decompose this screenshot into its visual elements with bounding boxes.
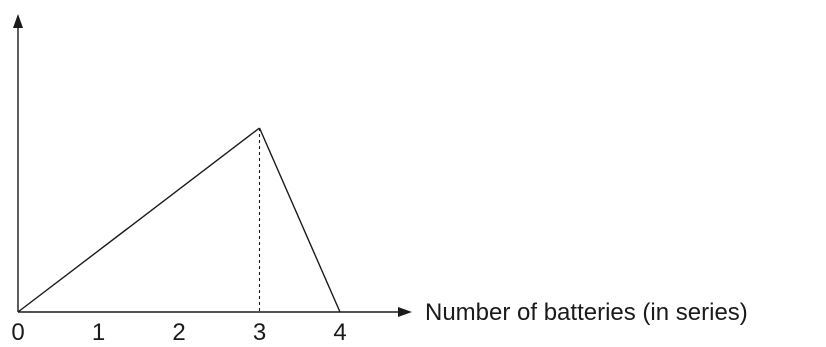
series-group: [17, 127, 341, 313]
series-segment-1: [17, 127, 260, 313]
x-axis-title: Number of batteries (in series): [425, 299, 748, 326]
x-axis-arrow-icon: [398, 307, 412, 317]
series-segment-2: [258, 127, 341, 313]
x-tick-label-4: 4: [333, 319, 346, 346]
x-tick-label-0: 0: [11, 319, 24, 346]
x-tick-labels: 0 1 2 3 4: [11, 319, 346, 346]
y-axis-arrow-icon: [13, 14, 23, 28]
x-tick-label-1: 1: [92, 319, 105, 346]
x-tick-label-3: 3: [253, 319, 266, 346]
x-tick-label-2: 2: [172, 319, 185, 346]
